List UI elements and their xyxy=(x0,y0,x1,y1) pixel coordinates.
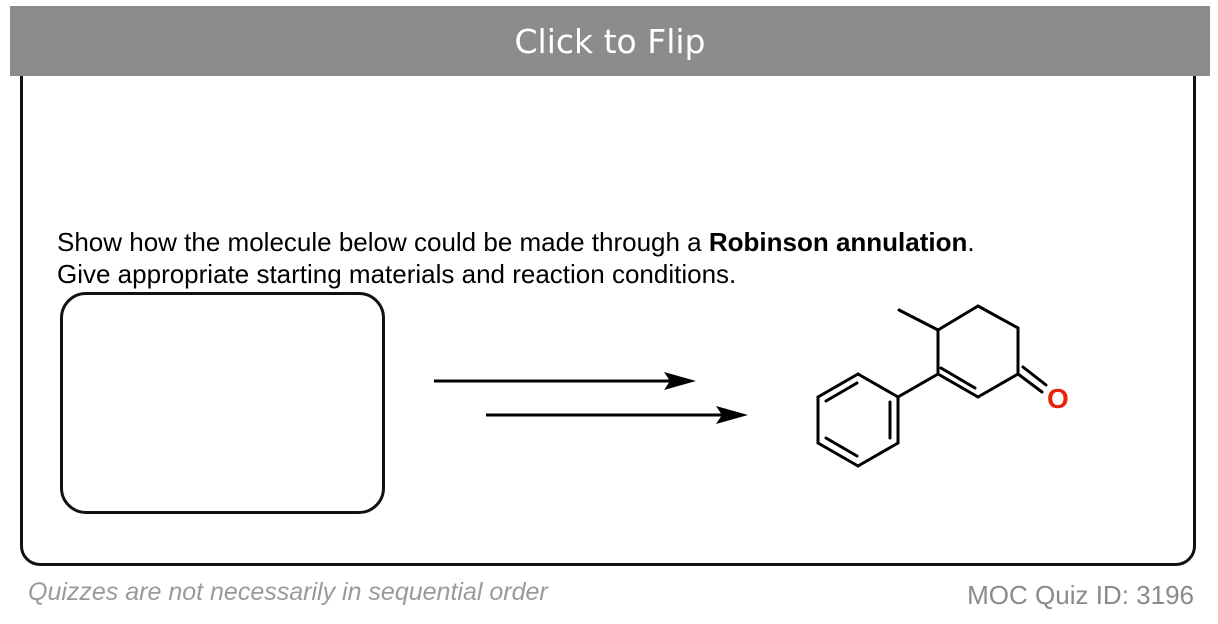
flip-label: Click to Flip xyxy=(514,21,706,61)
reaction-arrow-2 xyxy=(486,406,748,424)
click-to-flip-button[interactable]: Click to Flip xyxy=(10,6,1210,76)
sequence-note: Quizzes are not necessarily in sequentia… xyxy=(28,578,548,606)
oxygen-label: O xyxy=(1047,383,1069,414)
product-molecule: O xyxy=(816,304,1069,468)
question-line-1: Show how the molecule below could be mad… xyxy=(57,227,975,257)
question-text: Show how the molecule below could be mad… xyxy=(57,226,975,290)
answer-box xyxy=(60,292,385,514)
quiz-id: MOC Quiz ID: 3196 xyxy=(967,580,1194,610)
reaction-arrow-1 xyxy=(434,372,696,390)
robinson-annulation-term: Robinson annulation xyxy=(708,227,968,257)
question-line-2: Give appropriate starting materials and … xyxy=(57,259,737,289)
